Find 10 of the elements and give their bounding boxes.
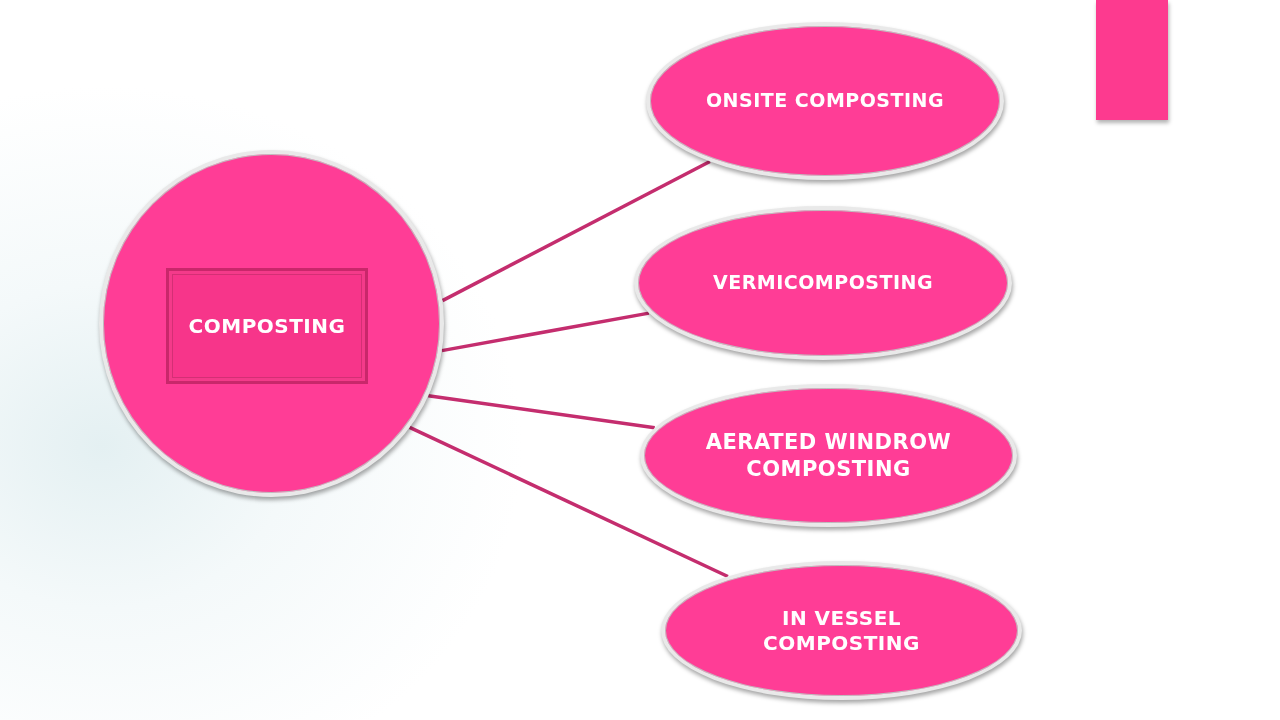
node-label: IN VESSEL COMPOSTING	[762, 605, 921, 656]
node-label: ONSITE COMPOSTING	[705, 89, 945, 113]
node-label: COMPOSTING	[188, 313, 346, 339]
connector-line	[441, 159, 711, 303]
rectangle-node	[166, 268, 368, 384]
connector-line	[441, 311, 650, 353]
node-label: AERATED WINDROW COMPOSTING	[704, 429, 953, 482]
node-label: VERMICOMPOSTING	[712, 271, 934, 295]
connector-line	[428, 393, 655, 430]
connector-line	[408, 425, 729, 579]
